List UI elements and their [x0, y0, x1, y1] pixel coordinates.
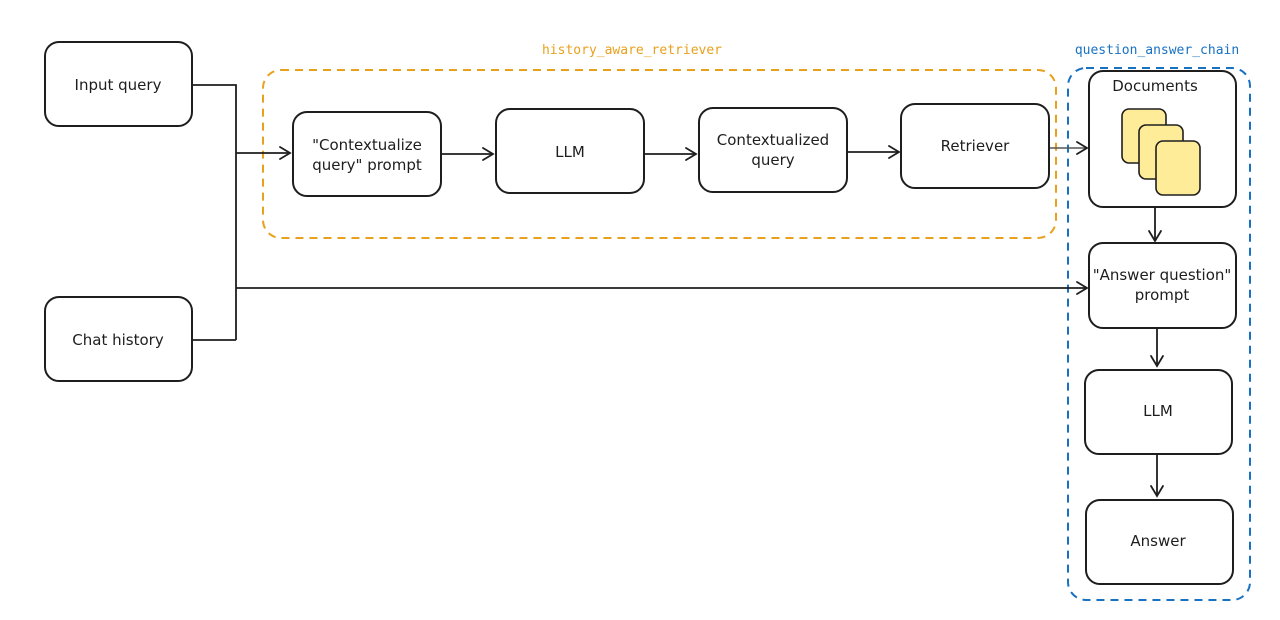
answer-prompt-node: "Answer question" prompt: [1088, 242, 1237, 329]
retriever-label: Retriever: [941, 137, 1011, 155]
edge-input-query-bus: [193, 84, 237, 340]
arrowhead: [279, 146, 292, 160]
llm-1-label: LLM: [555, 143, 585, 161]
contextualize-prompt-node: "Contextualize query" prompt: [292, 111, 442, 197]
arrowhead: [685, 147, 698, 161]
contextualized-query-line-1: Contextualized: [717, 131, 829, 149]
arrowhead: [1076, 141, 1089, 155]
answer-node: Answer: [1085, 499, 1234, 585]
contextualize-prompt-line-2: query" prompt: [312, 156, 422, 174]
llm-node-2: LLM: [1084, 369, 1233, 455]
input-query-node: Input query: [44, 41, 193, 127]
arrowhead: [1076, 281, 1089, 295]
arrowhead: [1148, 230, 1162, 243]
history-aware-retriever-label: history_aware_retriever: [542, 43, 722, 58]
contextualized-query-line-2: query: [751, 151, 794, 169]
input-query-label: Input query: [75, 76, 162, 94]
contextualized-query-node: Contextualized query: [698, 107, 848, 193]
arrowhead: [1150, 485, 1164, 498]
history-aware-retriever-group: history_aware_retriever: [262, 43, 1057, 239]
documents-label: Documents: [1112, 77, 1198, 95]
edges: [193, 84, 1164, 498]
answer-prompt-line-1: "Answer question": [1093, 266, 1232, 284]
llm-2-label: LLM: [1143, 402, 1173, 420]
chat-history-node: Chat history: [44, 296, 193, 382]
arrowhead: [888, 145, 901, 159]
arrowhead: [482, 147, 495, 161]
question-answer-chain-label: question_answer_chain: [1075, 43, 1239, 58]
documents-node: Documents: [1088, 70, 1237, 208]
question-answer-chain-group: question_answer_chain: [1067, 43, 1251, 601]
arrowhead: [1150, 355, 1164, 368]
contextualize-prompt-line-1: "Contextualize: [312, 136, 422, 154]
llm-node-1: LLM: [495, 108, 645, 194]
chat-history-label: Chat history: [72, 331, 164, 349]
retriever-node: Retriever: [900, 103, 1050, 189]
answer-label: Answer: [1130, 532, 1186, 550]
documents-stack-icon: [1121, 108, 1201, 196]
answer-prompt-line-2: prompt: [1135, 286, 1190, 304]
